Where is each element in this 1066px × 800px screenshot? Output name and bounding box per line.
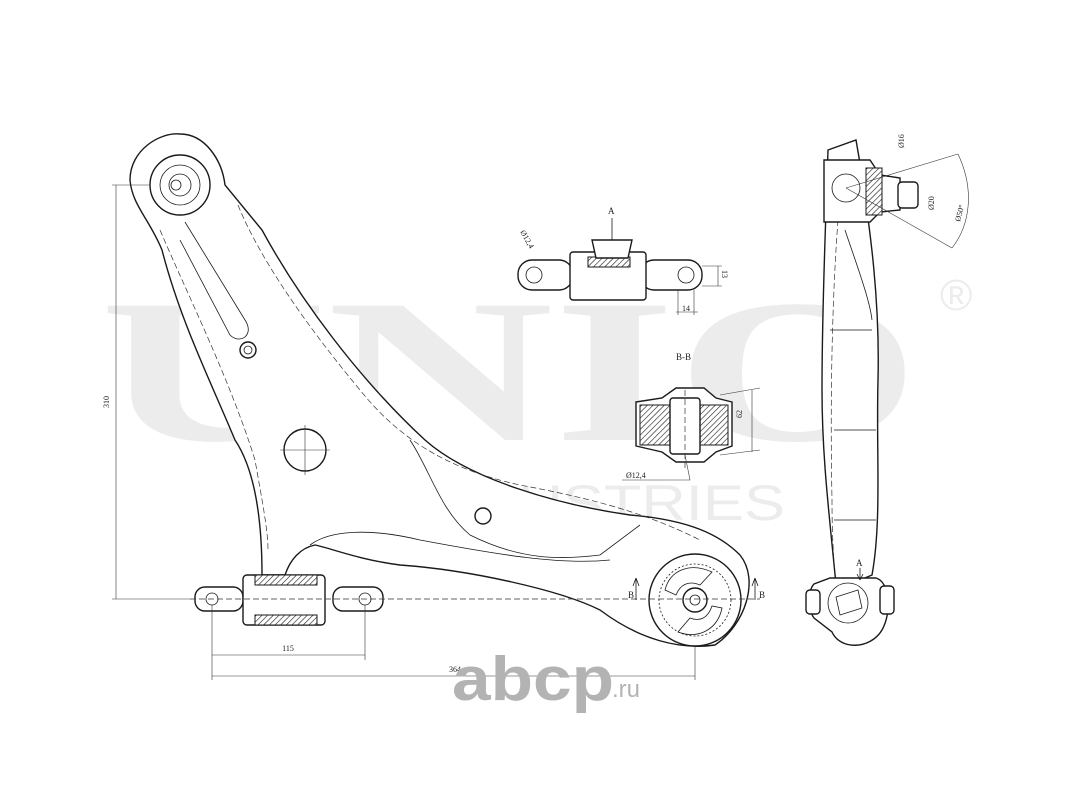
- detail-a-length: 14: [682, 304, 690, 313]
- dim-height-label: 310: [102, 396, 111, 408]
- side-dim-d1: Ø16: [897, 134, 906, 148]
- detail-a-cutout: [591, 239, 633, 259]
- section-bb-right-rubber: [699, 404, 729, 446]
- side-bushing-right-ear: [879, 585, 895, 615]
- side-balljoint-stud: [897, 181, 919, 209]
- side-bushing-slot: [835, 589, 863, 616]
- side-dim-d2: Ø20: [927, 196, 936, 210]
- arm-flange: [409, 439, 641, 558]
- side-balljoint-boot: [865, 167, 883, 216]
- section-bb-dia: Ø12,4: [626, 471, 646, 480]
- detail-a-left-hole: [525, 266, 543, 284]
- hole-upper: [239, 341, 257, 359]
- detail-a-view: A Ø12,4 13 14: [517, 206, 729, 315]
- rear-bushing-sleeve: [682, 587, 708, 613]
- arm-rib: [179, 221, 611, 562]
- side-view: Ø16 Ø20 Ø50° A: [805, 134, 969, 646]
- front-eye-pin: [170, 179, 182, 191]
- section-bb-width: 62: [735, 410, 744, 418]
- side-balljoint-ball: [831, 173, 861, 203]
- hole-lower: [474, 507, 492, 525]
- logo-abcp: abcp .ru: [452, 645, 640, 714]
- hole-large-cross: [280, 425, 330, 475]
- section-bb-dia-leader: [622, 454, 691, 481]
- side-marker-a: A: [856, 558, 863, 568]
- rear-bushing-rubber: [658, 563, 732, 637]
- rear-bushing-bore: [689, 594, 701, 606]
- section-mark-left-label: B: [628, 590, 634, 600]
- detail-a-title: A: [608, 206, 615, 216]
- rear-bushing-voids: [664, 567, 723, 635]
- side-bushing-body: [808, 577, 889, 646]
- section-mark-right-label: B: [759, 590, 765, 600]
- dim-inner-label: 115: [282, 644, 294, 653]
- side-arm-rib: [830, 229, 876, 521]
- section-bb-title: B-B: [676, 352, 691, 362]
- section-bb-left-rubber: [639, 404, 671, 446]
- side-arm-inner: [830, 219, 839, 581]
- side-angle-lines: [845, 153, 969, 249]
- watermark-registered: ®: [940, 271, 972, 320]
- detail-a-dia: Ø12,4: [518, 229, 536, 251]
- dim-height: 310: [102, 184, 190, 600]
- detail-a-right-hole: [677, 266, 695, 284]
- section-bb-width-dimline: [719, 387, 761, 456]
- logo-abcp-tld: .ru: [612, 676, 640, 703]
- detail-a-length-dimline: [676, 290, 698, 315]
- side-bushing-left-ear: [805, 589, 821, 615]
- detail-a-right-ear: [639, 259, 703, 291]
- control-arm-main-view: B B 310 115 364: [102, 133, 765, 680]
- dim-overall-label: 364: [449, 665, 461, 674]
- bushing-rubber-top: [254, 574, 318, 586]
- side-balljoint-housing: [823, 159, 901, 223]
- bushing-rubber-bottom: [254, 614, 318, 626]
- side-marker-arrow: [856, 568, 864, 581]
- dim-overall: 364: [211, 646, 696, 680]
- detail-a-height: 13: [720, 270, 729, 278]
- logo-abcp-text: abcp: [452, 645, 614, 714]
- side-dim-d3: Ø50°: [953, 204, 966, 223]
- section-mark-right: B: [751, 577, 765, 600]
- hole-upper-inner: [243, 345, 253, 355]
- section-bb-view: B-B 62 Ø12,4: [622, 352, 761, 481]
- section-mark-left: B: [628, 577, 640, 600]
- side-bushing-ring: [827, 582, 869, 624]
- arm-inner-contour: [159, 204, 701, 551]
- front-eye-ring: [159, 164, 201, 206]
- detail-a-height-dimline: [702, 265, 722, 287]
- front-eye-outer: [149, 154, 211, 216]
- front-eye-bore: [168, 173, 192, 197]
- dim-inner: 115: [211, 605, 366, 660]
